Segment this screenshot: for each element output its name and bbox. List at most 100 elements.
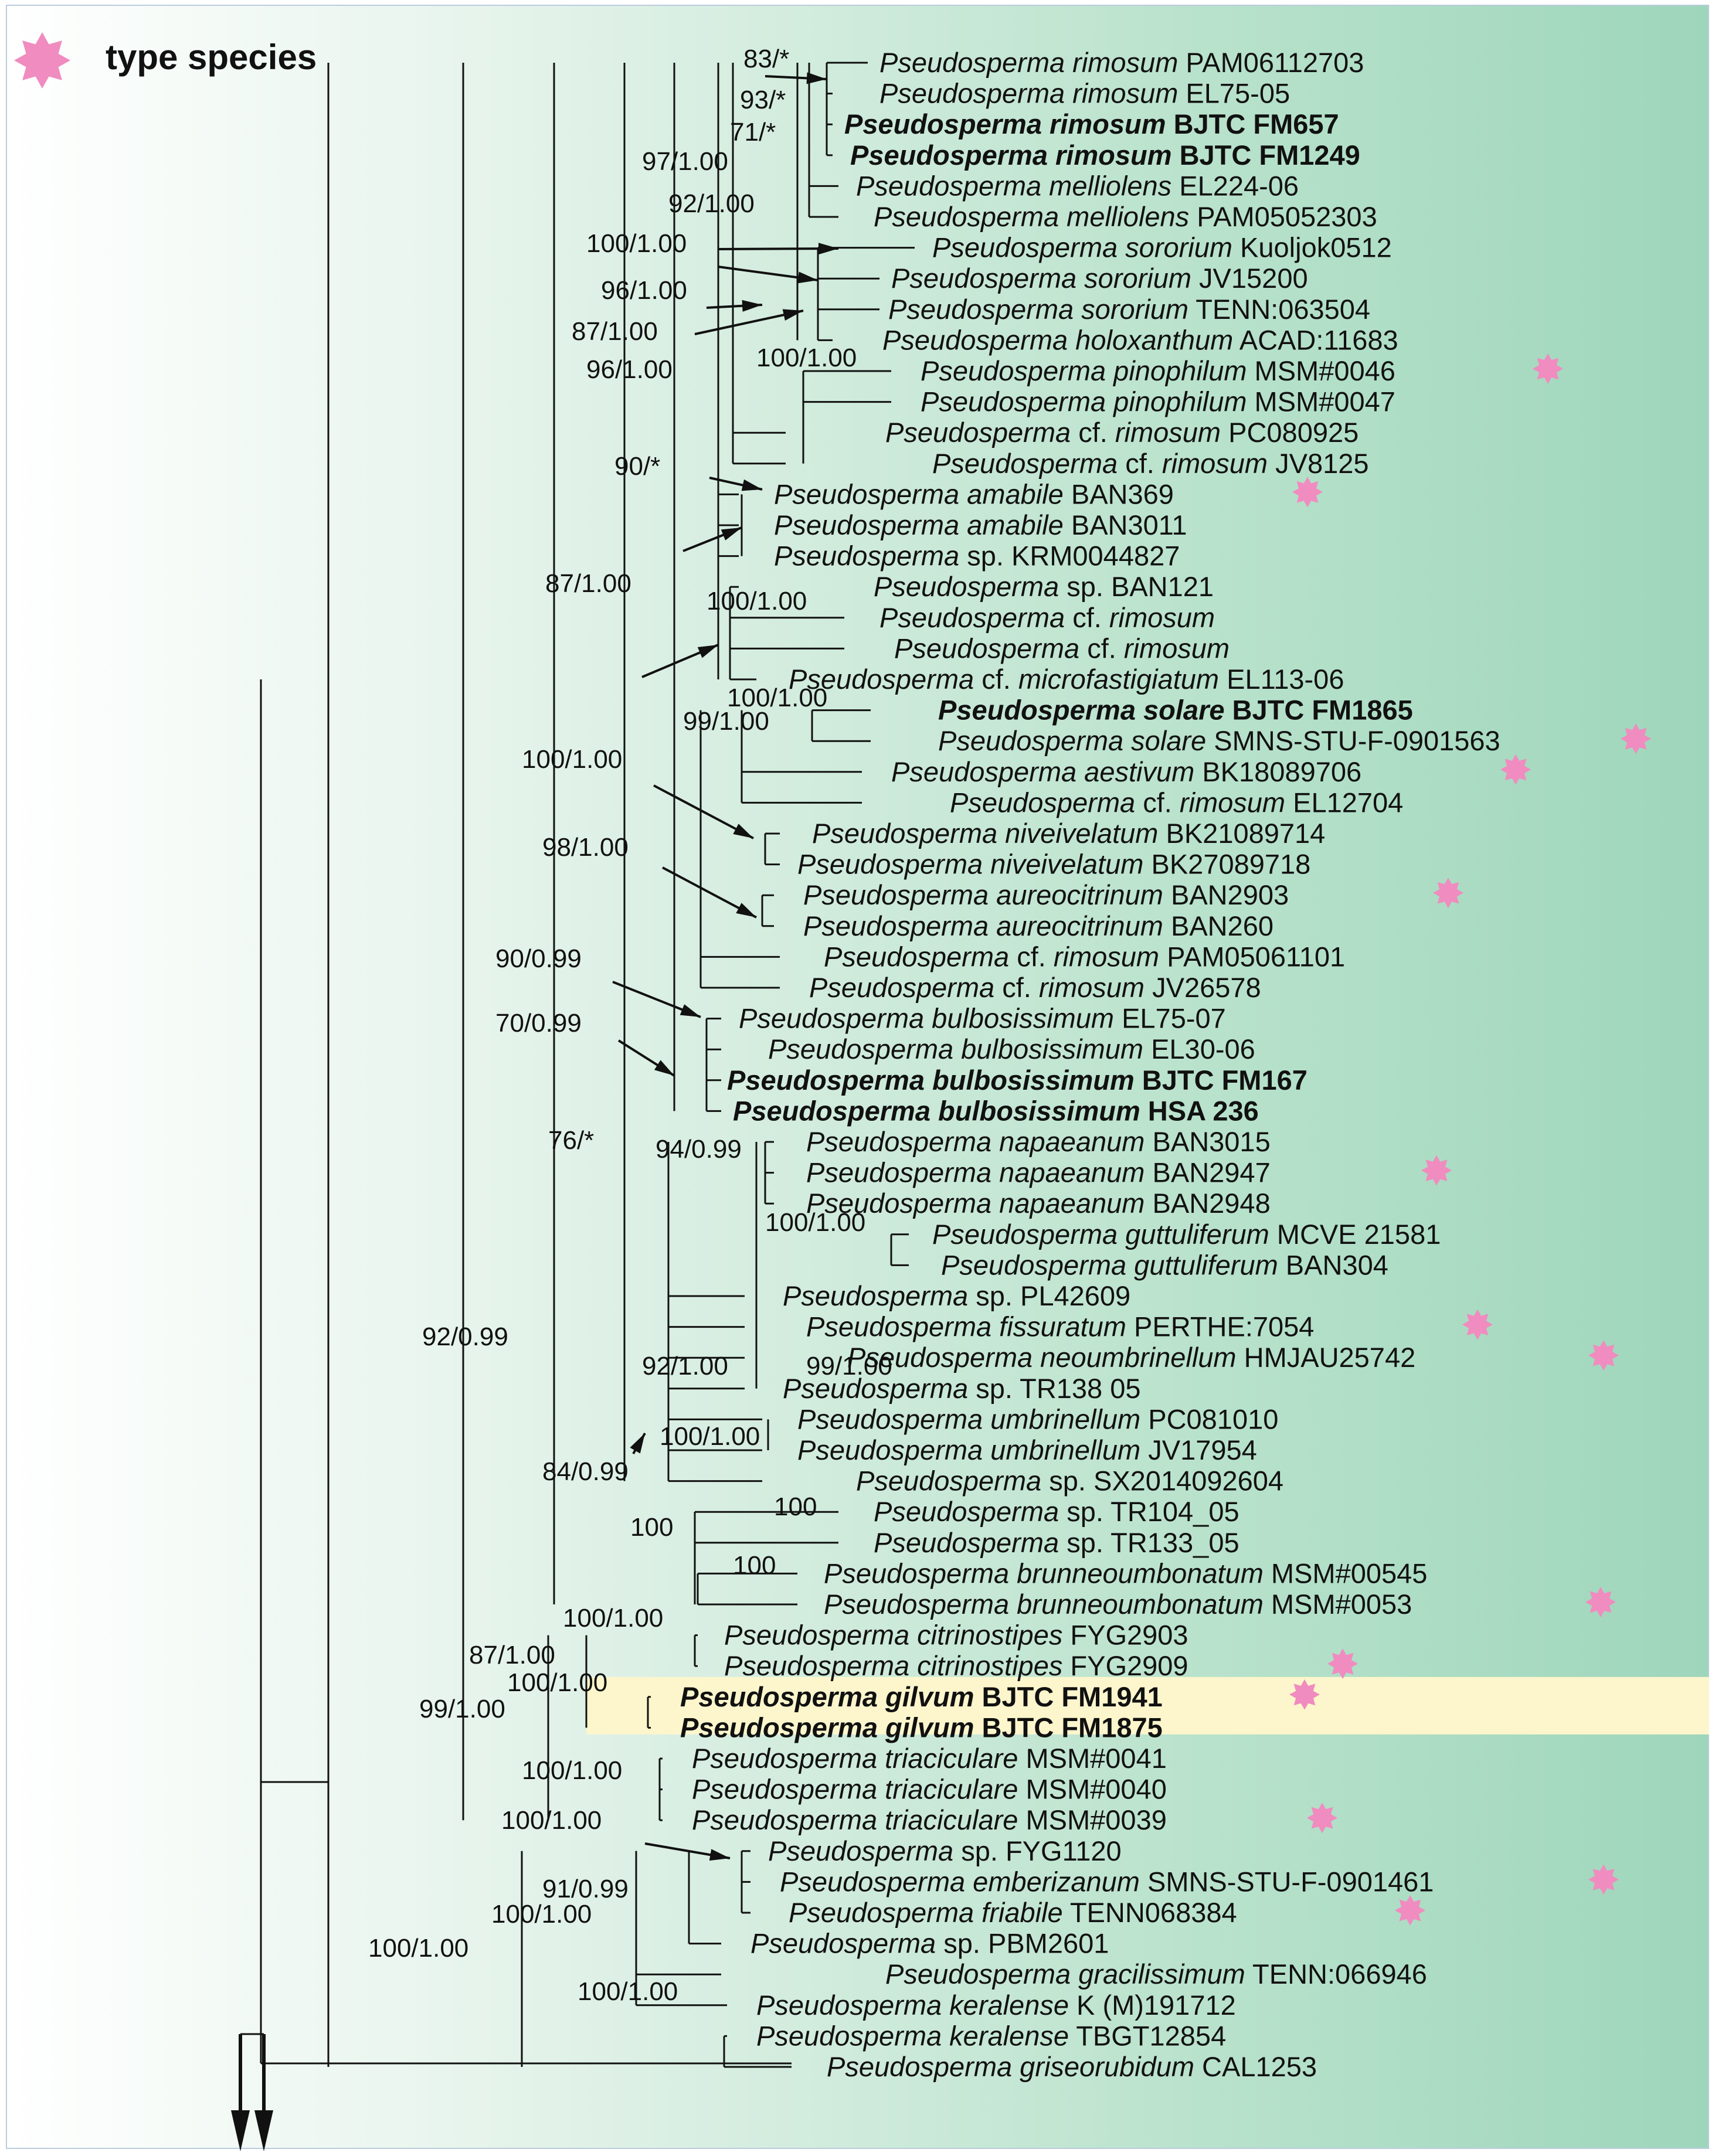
support-value: 99/1.00 bbox=[806, 1352, 892, 1380]
support-value: 98/1.00 bbox=[542, 833, 629, 862]
tip-label: Pseudosperma sp. TR104_05 bbox=[874, 1496, 1239, 1527]
tip-label: Pseudosperma emberizanum SMNS-STU-F-0901… bbox=[780, 1866, 1434, 1897]
tip-label: Pseudosperma amabile BAN369 bbox=[774, 478, 1174, 509]
type-species-star-icon bbox=[1421, 1155, 1452, 1186]
tip-label: Pseudosperma aestivum BK18089706 bbox=[891, 756, 1361, 787]
support-value: 100/1.00 bbox=[563, 1604, 663, 1633]
support-value: 100/1.00 bbox=[507, 1668, 607, 1697]
tip-label: Pseudosperma cf. rimosum EL12704 bbox=[950, 787, 1403, 818]
tip-label: Pseudosperma cf. rimosum bbox=[894, 632, 1230, 664]
support-value: 71/* bbox=[730, 118, 776, 147]
arrowhead-icon bbox=[733, 824, 753, 838]
tip-label: Pseudosperma sororium TENN:063504 bbox=[888, 294, 1370, 325]
arrowhead-icon bbox=[806, 72, 827, 84]
tip-label: Pseudosperma bulbosissimum BJTC FM167 bbox=[727, 1065, 1308, 1096]
support-value: 100/1.00 bbox=[491, 1900, 592, 1929]
tip-label: Pseudosperma sp. BAN121 bbox=[874, 571, 1214, 602]
support-value: 100/1.00 bbox=[727, 683, 827, 712]
type-species-star-icon bbox=[1289, 1679, 1320, 1710]
tip-label: Pseudosperma fissuratum PERTHE:7054 bbox=[806, 1311, 1314, 1342]
tip-label: Pseudosperma aureocitrinum BAN260 bbox=[803, 910, 1273, 941]
support-value: 100/1.00 bbox=[522, 1756, 622, 1785]
tip-label: Pseudosperma rimosum BJTC FM1249 bbox=[850, 140, 1360, 171]
type-species-star-icon bbox=[1588, 1864, 1619, 1895]
tip-label: Pseudosperma bulbosissimum HSA 236 bbox=[733, 1095, 1259, 1126]
type-species-star-icon bbox=[1433, 878, 1463, 909]
support-value: 94/0.99 bbox=[656, 1135, 742, 1164]
support-value: 100 bbox=[733, 1551, 776, 1580]
arrowhead-icon bbox=[742, 300, 762, 312]
tip-label: Pseudosperma keralense K (M)191712 bbox=[756, 1990, 1236, 2021]
support-value: 76/* bbox=[548, 1126, 594, 1155]
arrowhead-icon bbox=[630, 1433, 645, 1454]
type-species-star-icon bbox=[1621, 723, 1651, 754]
support-value: 100/1.00 bbox=[660, 1422, 760, 1451]
tip-label: Pseudosperma bulbosissimum EL30-06 bbox=[768, 1033, 1255, 1065]
tip-label: Pseudosperma amabile BAN3011 bbox=[774, 509, 1187, 540]
type-species-star-icon bbox=[1395, 1895, 1425, 1926]
tip-label: Pseudosperma guttuliferum MCVE 21581 bbox=[932, 1219, 1441, 1250]
tip-label: Pseudosperma cf. rimosum PC080925 bbox=[885, 417, 1359, 448]
arrowhead-icon bbox=[797, 271, 818, 284]
support-value: 87/1.00 bbox=[572, 317, 658, 346]
tip-label: Pseudosperma rimosum PAM06112703 bbox=[879, 47, 1364, 78]
tip-label: Pseudosperma pinophilum MSM#0046 bbox=[921, 355, 1395, 386]
tip-label: Pseudosperma cf. microfastigiatum EL113-… bbox=[789, 664, 1344, 695]
tip-label: Pseudosperma rimosum BJTC FM657 bbox=[844, 108, 1339, 140]
support-value: 93/* bbox=[740, 86, 786, 114]
tip-label: Pseudosperma sp. PBM2601 bbox=[750, 1928, 1109, 1959]
tip-label: Pseudosperma cf. rimosum JV8125 bbox=[932, 448, 1369, 479]
arrowhead-icon bbox=[741, 479, 762, 491]
arrowhead-icon bbox=[697, 645, 718, 658]
tip-label: Pseudosperma neoumbrinellum HMJAU25742 bbox=[847, 1342, 1415, 1373]
support-value: 96/1.00 bbox=[601, 276, 687, 305]
legend-star-shape bbox=[14, 32, 70, 89]
support-value: 99/1.00 bbox=[419, 1695, 505, 1723]
tip-label: Pseudosperma solare SMNS-STU-F-0901563 bbox=[938, 725, 1500, 756]
support-value: 91/0.99 bbox=[542, 1875, 629, 1903]
support-value: 92/1.00 bbox=[668, 189, 755, 218]
tip-label: Pseudosperma napaeanum BAN3015 bbox=[806, 1126, 1271, 1157]
support-value: 100/1.00 bbox=[501, 1806, 602, 1835]
arrowhead-icon bbox=[736, 903, 756, 917]
tip-label: Pseudosperma niveivelatum BK27089718 bbox=[797, 849, 1310, 880]
tip-label: Pseudosperma griseorubidum CAL1253 bbox=[827, 2051, 1317, 2082]
tip-label: Pseudosperma sororium JV15200 bbox=[891, 263, 1308, 294]
support-value: 100/1.00 bbox=[368, 1934, 468, 1963]
support-value: 100 bbox=[630, 1513, 673, 1542]
type-species-star-icon bbox=[1533, 353, 1563, 384]
tip-label: Pseudosperma melliolens EL224-06 bbox=[856, 170, 1299, 201]
tip-label: Pseudosperma brunneoumbonatum MSM#00545 bbox=[824, 1558, 1427, 1589]
tip-label: Pseudosperma pinophilum MSM#0047 bbox=[921, 386, 1395, 417]
tip-label: Pseudosperma niveivelatum BK21089714 bbox=[812, 818, 1325, 849]
tip-label: Pseudosperma holoxanthum ACAD:11683 bbox=[882, 324, 1398, 355]
tip-label: Pseudosperma sp. TR138 05 bbox=[783, 1373, 1141, 1404]
arrowhead-icon bbox=[721, 528, 742, 540]
tip-label: Pseudosperma napaeanum BAN2948 bbox=[806, 1188, 1271, 1219]
type-species-star-icon bbox=[1307, 1803, 1337, 1834]
support-value: 92/0.99 bbox=[422, 1322, 508, 1351]
tip-label: Pseudosperma umbrinellum PC081010 bbox=[797, 1403, 1278, 1434]
tip-label: Pseudosperma umbrinellum JV17954 bbox=[797, 1434, 1257, 1465]
gilvum-highlight-band bbox=[586, 1676, 1709, 1735]
support-value: 100/1.00 bbox=[756, 344, 857, 372]
tip-label: Pseudosperma gracilissimum TENN:066946 bbox=[885, 1958, 1427, 1990]
tip-label: Pseudosperma cf. rimosum bbox=[879, 602, 1215, 633]
type-species-star-icon bbox=[1327, 1648, 1358, 1679]
tip-label: Pseudosperma sp. SX2014092604 bbox=[856, 1465, 1283, 1497]
tip-label: Pseudosperma citrinostipes FYG2903 bbox=[724, 1620, 1188, 1651]
type-species-star-icon bbox=[1585, 1587, 1616, 1617]
tip-label: Pseudosperma triaciculare MSM#0039 bbox=[692, 1804, 1167, 1835]
tip-label: Pseudosperma friabile TENN068384 bbox=[789, 1897, 1237, 1928]
gradient-background bbox=[6, 5, 1709, 2149]
support-value: 92/1.00 bbox=[642, 1352, 728, 1380]
tip-label: Pseudosperma gilvum BJTC FM1941 bbox=[680, 1681, 1163, 1712]
tip-label: Pseudosperma guttuliferum BAN304 bbox=[941, 1249, 1388, 1280]
tip-label: Pseudosperma sp. KRM0044827 bbox=[774, 540, 1180, 572]
tip-label: Pseudosperma sp. FYG1120 bbox=[768, 1835, 1122, 1866]
arrowhead-icon bbox=[680, 1004, 701, 1017]
support-value: 100/1.00 bbox=[586, 229, 687, 258]
tip-label: Pseudosperma melliolens PAM05052303 bbox=[874, 201, 1377, 232]
